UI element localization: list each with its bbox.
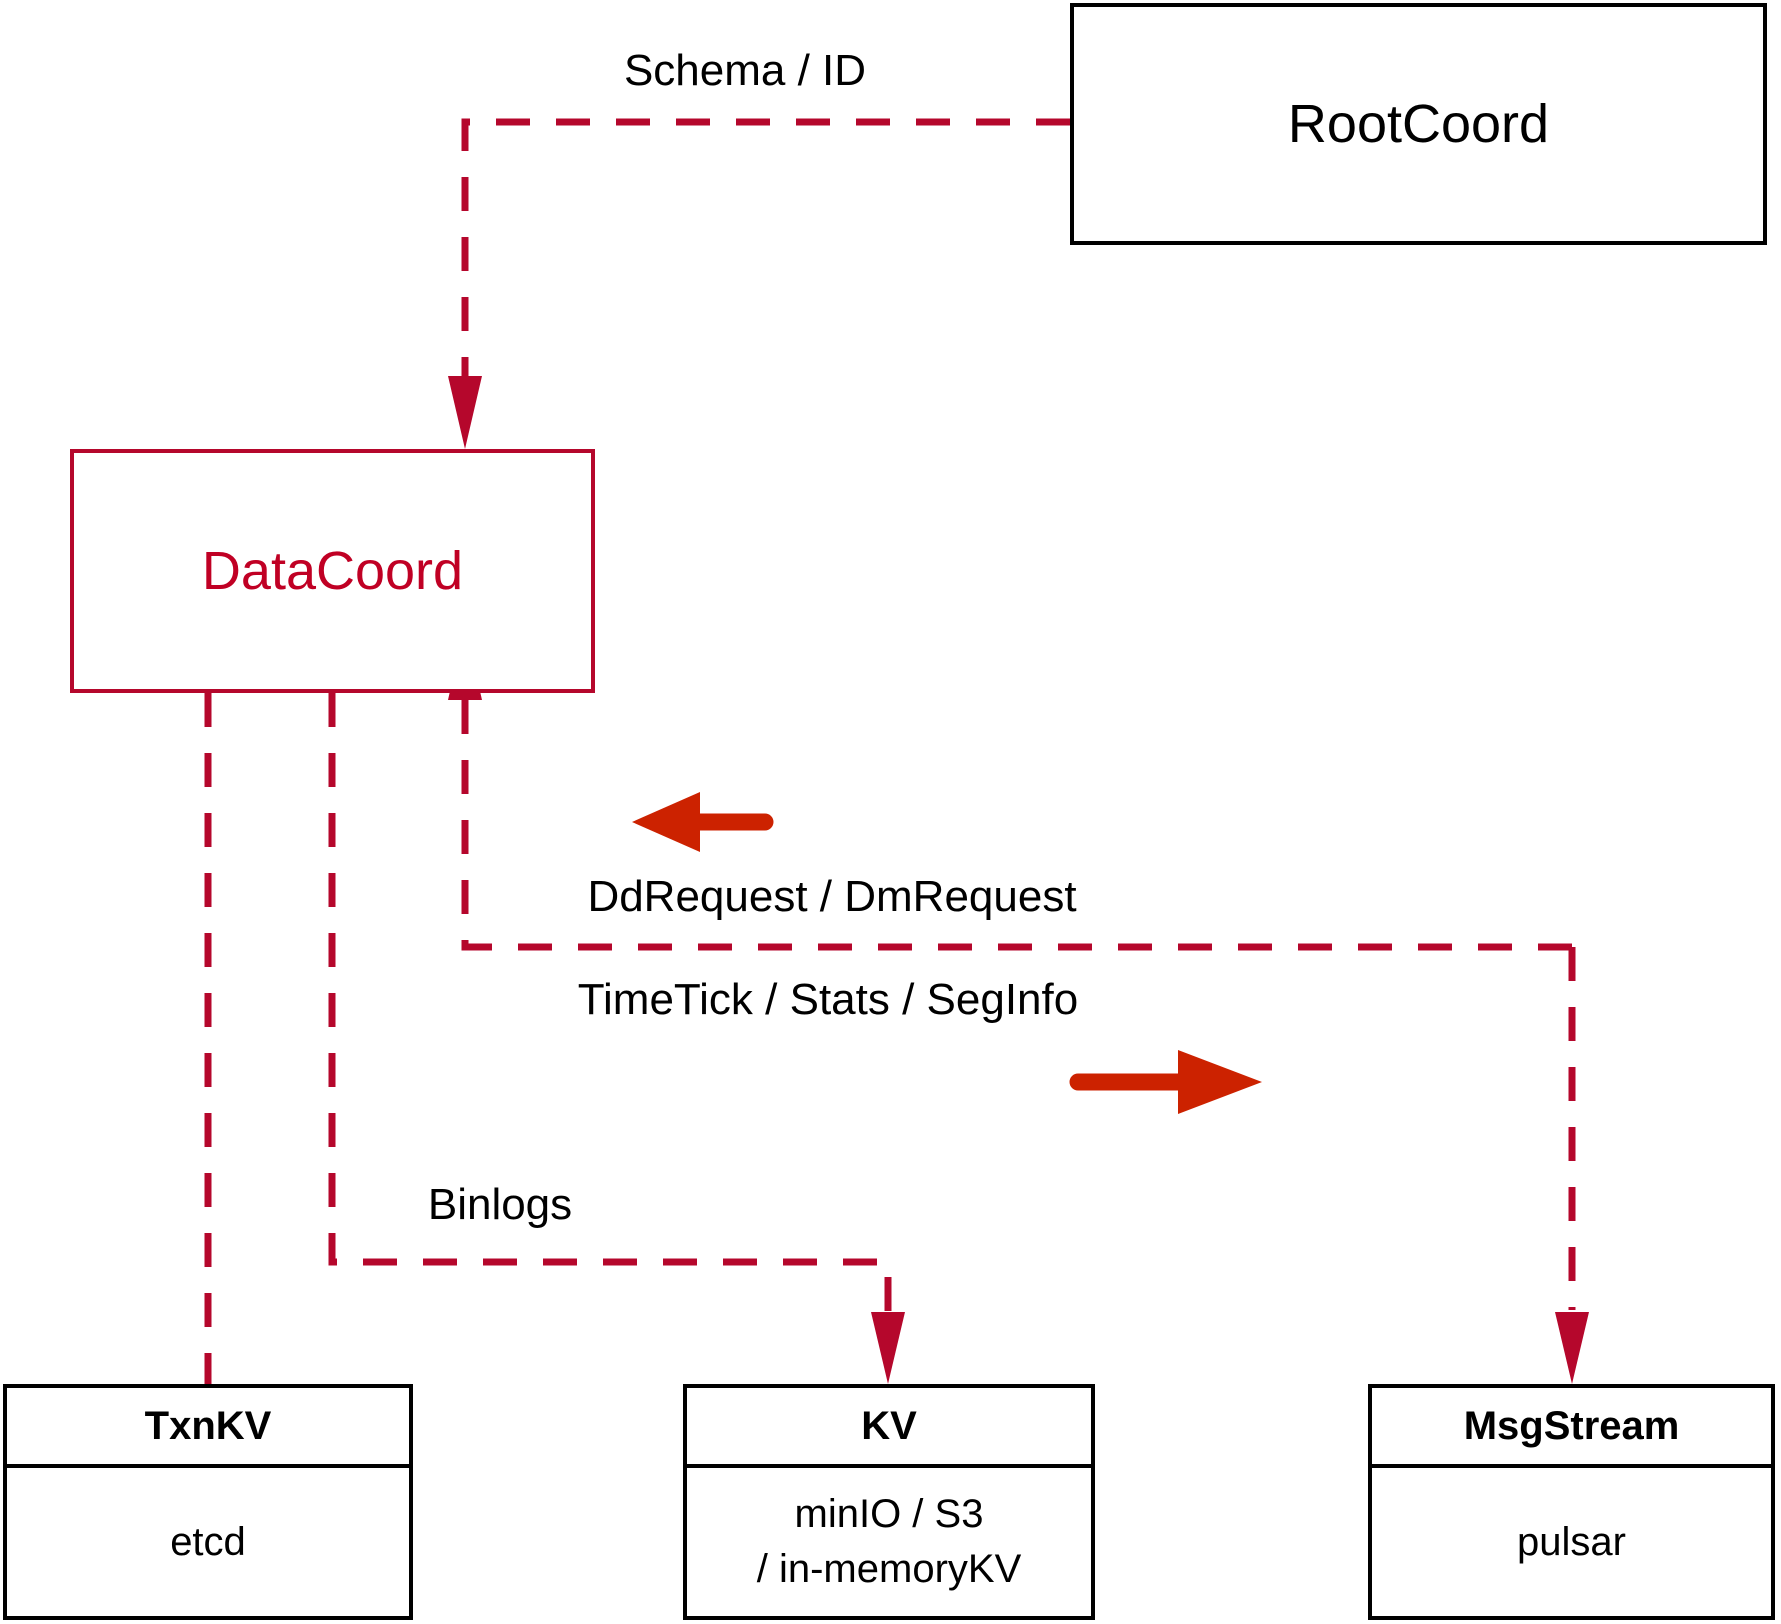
node-msgstream-body: pulsar: [1372, 1468, 1771, 1616]
node-msgstream[interactable]: MsgStream pulsar: [1368, 1384, 1775, 1620]
edge-label-binlogs: Binlogs: [427, 1180, 573, 1229]
node-msgstream-impl-0: pulsar: [1517, 1519, 1626, 1564]
node-txnkv[interactable]: TxnKV etcd: [3, 1384, 413, 1620]
edge-label-schema-id: Schema / ID: [623, 46, 867, 95]
node-kv[interactable]: KV minIO / S3 / in-memoryKV: [683, 1384, 1095, 1620]
node-txnkv-impl-0: etcd: [170, 1519, 246, 1564]
node-txnkv-title: TxnKV: [144, 1403, 272, 1448]
node-kv-title: KV: [861, 1403, 917, 1448]
node-kv-body: minIO / S3 / in-memoryKV: [687, 1468, 1091, 1616]
edge-label-timetick-stats-seginfo: TimeTick / Stats / SegInfo: [577, 975, 1079, 1024]
node-datacoord[interactable]: DataCoord: [70, 449, 595, 693]
node-msgstream-header: MsgStream: [1372, 1388, 1771, 1468]
connector-schema-id: [448, 118, 1070, 449]
node-kv-impl-0: minIO / S3: [794, 1492, 984, 1537]
node-rootcoord[interactable]: RootCoord: [1070, 3, 1767, 245]
connector-binlogs: [328, 693, 905, 1384]
node-kv-impl-1: / in-memoryKV: [756, 1547, 1022, 1591]
node-rootcoord-label: RootCoord: [1287, 94, 1550, 154]
node-msgstream-title: MsgStream: [1463, 1403, 1680, 1448]
node-txnkv-header: TxnKV: [7, 1388, 409, 1468]
node-txnkv-body: etcd: [7, 1468, 409, 1616]
node-kv-header: KV: [687, 1388, 1091, 1468]
direction-arrow-left-icon: [632, 792, 774, 852]
direction-arrow-right-icon: [1069, 1050, 1262, 1114]
node-datacoord-label: DataCoord: [201, 541, 464, 601]
edge-label-dd-dm-request: DdRequest / DmRequest: [587, 872, 1077, 921]
